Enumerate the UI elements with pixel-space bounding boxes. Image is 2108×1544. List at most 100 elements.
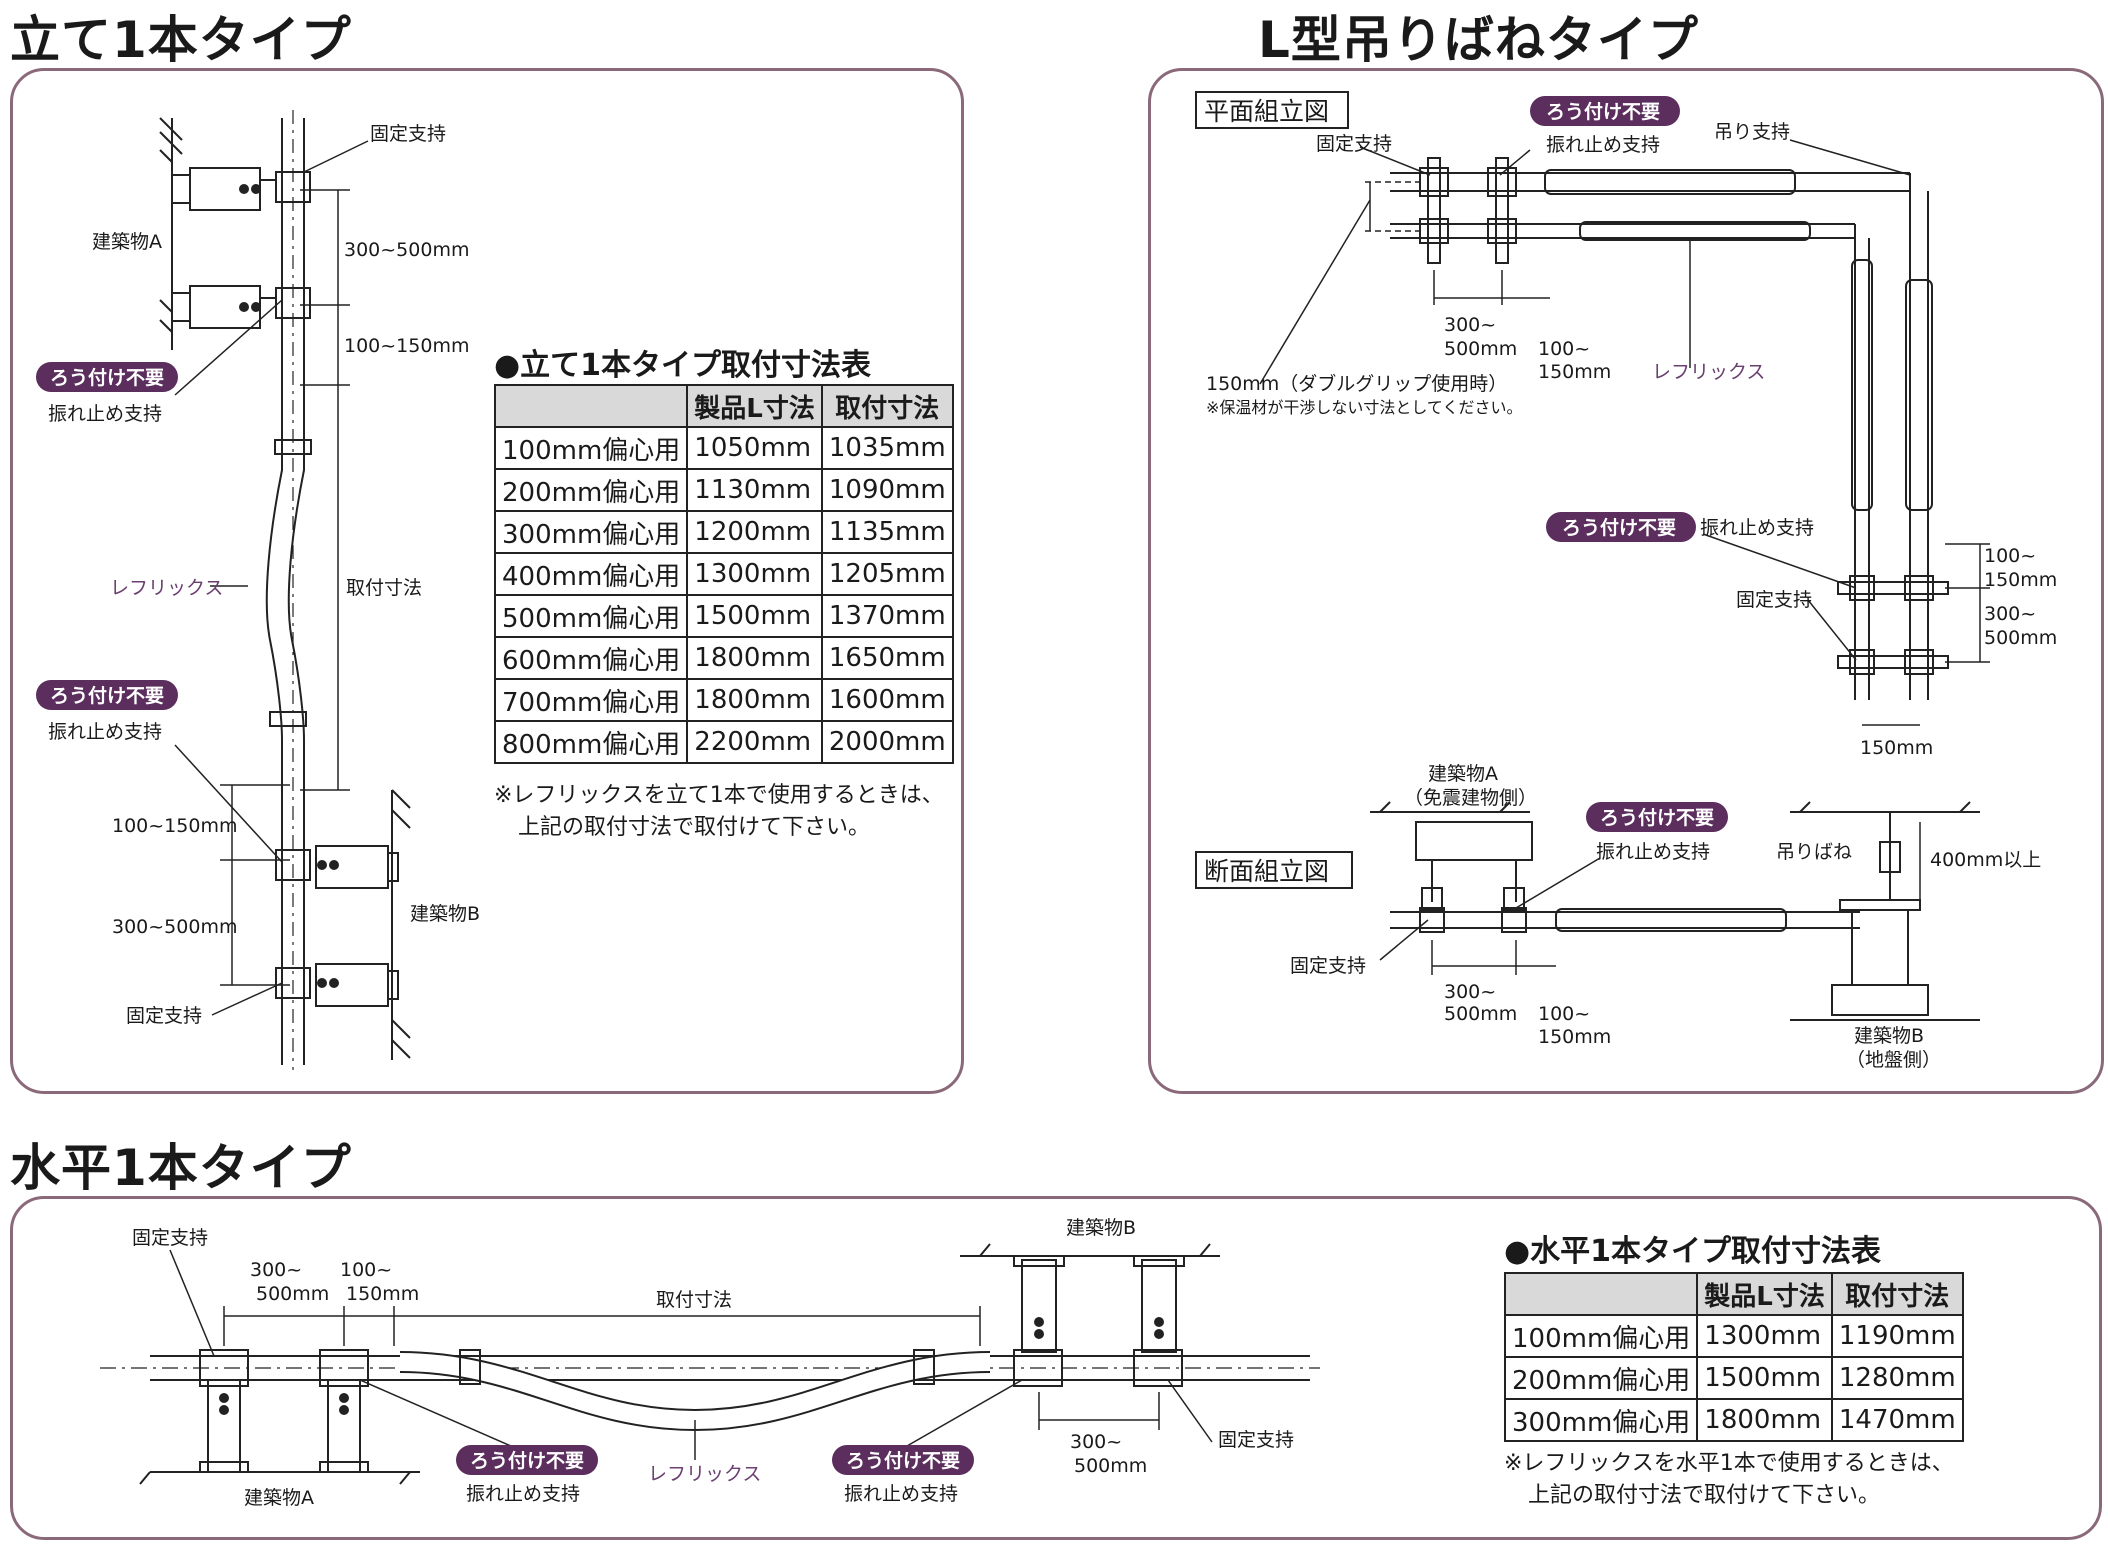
plan-pill-right: ろう付け不要: [1562, 516, 1676, 539]
vertical-pill-1: ろう付け不要: [50, 366, 164, 389]
table-cell: 1205mm: [820, 552, 954, 596]
vertical-building-a: 建築物A: [92, 231, 162, 253]
vertical-sway-support-1: 振れ止め支持: [48, 403, 162, 425]
section-building-b: 建築物B: [1854, 1025, 1924, 1047]
table-cell: 700mm偏心用: [493, 678, 689, 722]
section-pill: ろう付け不要: [1600, 806, 1714, 829]
plan-dim-300: 300~: [1444, 314, 1496, 336]
plan-sway-support-right: 振れ止め支持: [1700, 517, 1814, 539]
horizontal-note: ※レフリックスを水平1本で使用するときは、 上記の取付寸法で取付けて下さい。: [1504, 1448, 1954, 1512]
plan-r-dim-bottom: 150mm: [1860, 737, 1933, 759]
plan-r-dim-150: 150mm: [1984, 569, 2057, 591]
plan-dim-150mm: 150mm（ダブルグリップ使用時）: [1206, 372, 1507, 395]
horizontal-pill-right: ろう付け不要: [846, 1449, 960, 1472]
horizontal-note-line-1: ※レフリックスを水平1本で使用するときは、: [1504, 1451, 1954, 1476]
table-cell: 1370mm: [820, 594, 954, 638]
horizontal-dim-100: 100~: [340, 1259, 392, 1281]
plan-hang-support: 吊り支持: [1714, 121, 1790, 143]
lshape-plan-box: 平面組立図: [1204, 97, 1329, 126]
lshape-section-box: 断面組立図: [1204, 857, 1329, 886]
section-dim-400: 400mm以上: [1930, 849, 2041, 871]
vertical-building-b: 建築物B: [410, 903, 480, 925]
table-cell: 1200mm: [686, 510, 823, 554]
vertical-note: ※レフリックスを立て1本で使用するときは、 上記の取付寸法で取付けて下さい。: [494, 780, 944, 844]
table-cell: 1650mm: [820, 636, 954, 680]
vertical-note-line-2: 上記の取付寸法で取付けて下さい。: [518, 815, 871, 840]
section-building-a-sub: （免震建物側）: [1404, 787, 1537, 809]
section-building-b-sub: （地盤側）: [1846, 1049, 1941, 1071]
vertical-mount-dim: 取付寸法: [346, 577, 422, 599]
table-cell: 800mm偏心用: [493, 720, 689, 764]
horizontal-dim-r-500: 500mm: [1074, 1455, 1147, 1477]
section-title-horizontal: 水平1本タイプ: [10, 1139, 352, 1197]
plan-reflux-label: レフリックス: [1652, 361, 1765, 383]
table-cell: 1500mm: [1696, 1356, 1833, 1400]
horizontal-dim-500: 500mm: [256, 1283, 329, 1305]
table-cell: 1130mm: [686, 468, 823, 512]
table-cell: 500mm偏心用: [493, 594, 689, 638]
table-cell: 200mm偏心用: [1503, 1356, 1699, 1400]
table-cell: 2000mm: [820, 720, 954, 764]
section-dim-150: 150mm: [1538, 1026, 1611, 1048]
table-cell: 1800mm: [686, 636, 823, 680]
horizontal-dim-r-300: 300~: [1070, 1431, 1122, 1453]
section-building-a: 建築物A: [1428, 763, 1498, 785]
horizontal-mount-dim: 取付寸法: [656, 1289, 732, 1311]
vertical-fixed-support-top: 固定支持: [370, 123, 446, 145]
vertical-dim-100-150-bottom: 100~150mm: [112, 815, 237, 837]
table-cell: 300mm偏心用: [1503, 1398, 1699, 1442]
plan-dim-100: 100~: [1538, 338, 1590, 360]
vertical-fixed-support-bottom: 固定支持: [126, 1005, 202, 1027]
table-cell: 100mm偏心用: [493, 426, 689, 470]
horizontal-building-b: 建築物B: [1066, 1217, 1136, 1239]
table-cell: 600mm偏心用: [493, 636, 689, 680]
plan-pill-top: ろう付け不要: [1546, 100, 1660, 123]
vertical-pill-2: ろう付け不要: [50, 684, 164, 707]
horizontal-pill-left: ろう付け不要: [470, 1449, 584, 1472]
table-cell: 200mm偏心用: [493, 468, 689, 512]
table-header: 製品L寸法: [686, 384, 823, 428]
plan-insulation-note: ※保温材が干渉しない寸法としてください。: [1206, 398, 1522, 417]
table-cell: 1300mm: [686, 552, 823, 596]
plan-dim-500: 500mm: [1444, 338, 1517, 360]
vertical-note-line-1: ※レフリックスを立て1本で使用するときは、: [494, 783, 944, 808]
horizontal-fixed-support-right: 固定支持: [1218, 1429, 1294, 1451]
table-cell: 100mm偏心用: [1503, 1314, 1699, 1358]
vertical-table-title: ●立て1本タイプ取付寸法表: [494, 348, 872, 383]
section-dim-100: 100~: [1538, 1003, 1590, 1025]
section-title-vertical: 立て1本タイプ: [10, 11, 352, 69]
plan-fixed-support-right: 固定支持: [1736, 589, 1812, 611]
vertical-sway-support-2: 振れ止め支持: [48, 721, 162, 743]
horizontal-note-line-2: 上記の取付寸法で取付けて下さい。: [1528, 1483, 1881, 1508]
plan-fixed-support: 固定支持: [1316, 133, 1392, 155]
table-cell: 400mm偏心用: [493, 552, 689, 596]
vertical-dim-100-150-top: 100~150mm: [344, 335, 469, 357]
section-dim-500: 500mm: [1444, 1003, 1517, 1025]
table-cell: 1600mm: [820, 678, 954, 722]
horizontal-building-a: 建築物A: [244, 1487, 314, 1509]
table-header: 製品L寸法: [1696, 1272, 1833, 1316]
section-sway-support: 振れ止め支持: [1596, 841, 1710, 863]
plan-r-dim-500: 500mm: [1984, 627, 2057, 649]
table-cell: 1135mm: [820, 510, 954, 554]
plan-sway-support-top: 振れ止め支持: [1546, 134, 1660, 156]
section-fixed-support: 固定支持: [1290, 955, 1366, 977]
table-cell: 1280mm: [1830, 1356, 1964, 1400]
horizontal-fixed-support-left: 固定支持: [132, 1227, 208, 1249]
table-cell: 1500mm: [686, 594, 823, 638]
table-cell: 1050mm: [686, 426, 823, 470]
table-header-row: 製品L寸法 取付寸法: [493, 384, 954, 428]
vertical-dim-300-500-top: 300~500mm: [344, 239, 469, 261]
horizontal-dim-150: 150mm: [346, 1283, 419, 1305]
section-dim-300: 300~: [1444, 981, 1496, 1003]
horizontal-sway-left: 振れ止め支持: [466, 1483, 580, 1505]
